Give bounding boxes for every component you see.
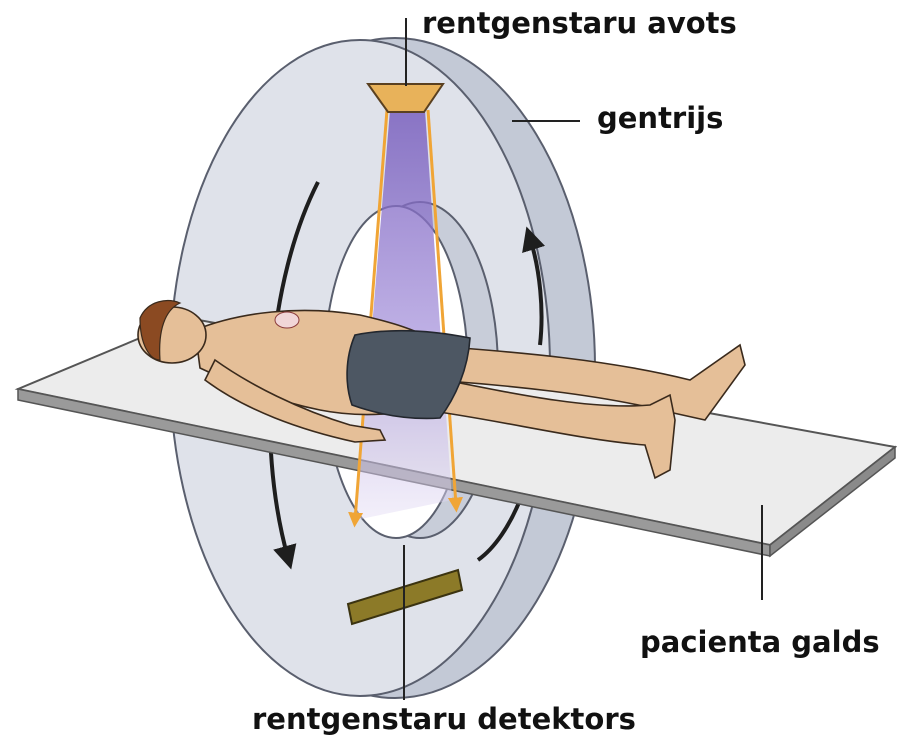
patient-organ [275, 312, 299, 328]
label-gantry: gentrijs [597, 104, 723, 133]
label-xray-detector: rentgenstaru detektors [252, 705, 636, 734]
label-patient-table: pacienta galds [640, 628, 880, 657]
label-xray-source: rentgenstaru avots [422, 9, 737, 38]
